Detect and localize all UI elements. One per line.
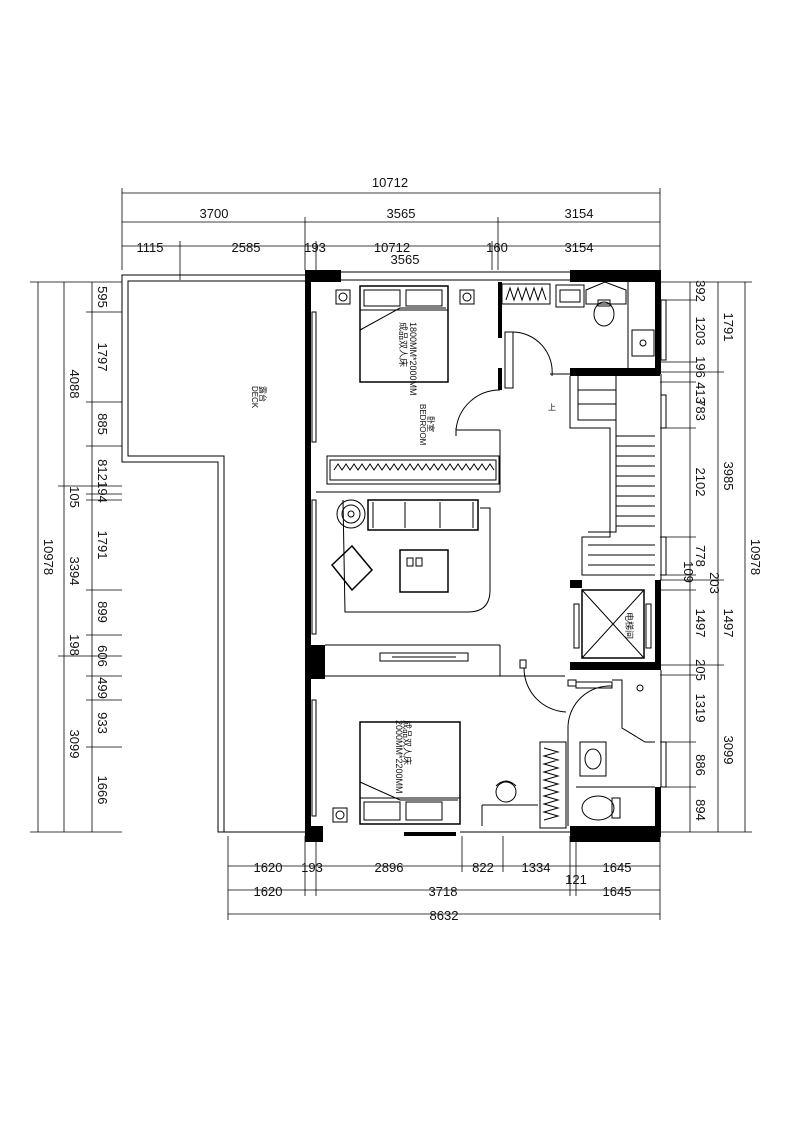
dim-bottom-r1-2: 2896 bbox=[375, 860, 404, 875]
dim-left-inner-8: 198 bbox=[67, 634, 82, 656]
dim-top-r2-0: 3700 bbox=[200, 206, 229, 221]
windows bbox=[311, 299, 667, 817]
dim-right-inner-0: 392 bbox=[693, 280, 708, 302]
bedroom-1: 成品双人床 1800MM*2000MM BEDROOM 卧室 bbox=[316, 285, 501, 493]
bed2-label-line2: 2000MM*2200MM bbox=[394, 720, 404, 794]
dim-right-inner-11: 1319 bbox=[693, 694, 708, 723]
dim-top-r4-0: 3565 bbox=[391, 252, 420, 267]
dim-top-r2-2: 3154 bbox=[565, 206, 594, 221]
dim-bottom-r2-2: 1645 bbox=[603, 884, 632, 899]
dim-bottom-r1-0: 1620 bbox=[254, 860, 283, 875]
dim-left-inner-11: 933 bbox=[95, 712, 110, 734]
bed1-label-line2: 1800MM*2000MM bbox=[408, 322, 418, 396]
bedroom-label-cn: 卧室 bbox=[426, 416, 436, 432]
bed2-label-line1: 成品双人床 bbox=[402, 720, 413, 765]
dim-top-r2-1: 3565 bbox=[387, 206, 416, 221]
dim-right-inner-6: 778 bbox=[693, 545, 708, 567]
dim-right-inner-4: 783 bbox=[693, 399, 708, 421]
dim-bottom-r1-1: 193 bbox=[301, 860, 323, 875]
top-dimensions: 10712 3700 3565 3154 1115 2585 193 10712… bbox=[121, 175, 661, 280]
dim-top-r3-4: 160 bbox=[486, 240, 508, 255]
bedroom-2: 成品双人床 2000MM*2200MM bbox=[332, 720, 567, 829]
living-area bbox=[325, 499, 565, 677]
staircase bbox=[569, 376, 655, 576]
dim-right-inner-2: 196 bbox=[693, 356, 708, 378]
dim-right-outer-2: 1497 bbox=[721, 609, 736, 638]
dim-top-r3-0: 1115 bbox=[137, 240, 164, 255]
dim-right-inner-13: 894 bbox=[693, 799, 708, 821]
dim-bottom-r1-3: 822 bbox=[472, 860, 494, 875]
dim-left-outer-1: 3394 bbox=[67, 557, 82, 586]
bed1-label-line1: 成品双人床 bbox=[398, 322, 409, 367]
dim-left-inner-3: 812 bbox=[95, 459, 110, 481]
dim-right-inner-1: 1203 bbox=[693, 317, 708, 346]
dim-left-inner-2: 885 bbox=[95, 413, 110, 435]
dim-right-outer-0: 1791 bbox=[721, 313, 736, 342]
dim-bottom-r1-5: 1645 bbox=[603, 860, 632, 875]
dim-right-inner-7: 109 bbox=[681, 561, 696, 583]
dim-right-outer-3: 3099 bbox=[721, 736, 736, 765]
dim-top-r3-2: 193 bbox=[304, 240, 326, 255]
dim-left-outer-0: 4088 bbox=[67, 370, 82, 399]
dim-left-overall: 10978 bbox=[41, 539, 56, 575]
dim-left-inner-4: 194 bbox=[95, 481, 110, 503]
bathroom-bottom bbox=[519, 659, 655, 826]
dim-top-r3-5: 3154 bbox=[565, 240, 594, 255]
dim-right-inner-5: 2102 bbox=[693, 468, 708, 497]
bathroom-top: 上 bbox=[501, 281, 655, 412]
dim-left-outer-2: 3099 bbox=[67, 730, 82, 759]
dim-bottom-r1b-0: 121 bbox=[565, 872, 587, 887]
dim-right-inner-8: 203 bbox=[707, 572, 722, 594]
right-dimensions: 10978 1791 3985 1497 3099 392 1203 196 4… bbox=[660, 280, 763, 833]
elevator: 电梯间 bbox=[573, 589, 652, 659]
stair-up-mark: 上 bbox=[548, 403, 556, 412]
bedroom-label-en: BEDROOM bbox=[418, 404, 427, 446]
dim-left-inner-12: 1666 bbox=[95, 776, 110, 805]
dim-right-inner-3: 413 bbox=[693, 382, 708, 404]
dim-bottom-r2-1: 3718 bbox=[429, 884, 458, 899]
dim-left-inner-0: 595 bbox=[95, 286, 110, 308]
dim-right-outer-1: 3985 bbox=[721, 462, 736, 491]
deck-label-cn: 露台 bbox=[258, 386, 268, 402]
deck-label-en: DECK bbox=[250, 386, 259, 409]
dim-top-r3-3: 10712 bbox=[374, 240, 410, 255]
dim-bottom-r1-4: 1334 bbox=[522, 860, 551, 875]
deck-area: DECK 露台 bbox=[121, 274, 305, 833]
dim-left-inner-1: 1797 bbox=[95, 343, 110, 372]
dim-bottom-overall: 8632 bbox=[430, 908, 459, 923]
dim-left-inner-9: 606 bbox=[95, 645, 110, 667]
dim-top-overall: 10712 bbox=[372, 175, 408, 190]
dim-right-inner-9: 1497 bbox=[693, 609, 708, 638]
dim-right-inner-12: 886 bbox=[693, 754, 708, 776]
dim-right-overall: 10978 bbox=[748, 539, 763, 575]
exterior-walls bbox=[305, 270, 662, 842]
dim-left-inner-5: 105 bbox=[67, 486, 82, 508]
left-dimensions: 10978 4088 3394 3099 595 1797 885 812 19… bbox=[30, 281, 122, 833]
dim-bottom-r2-0: 1620 bbox=[254, 884, 283, 899]
dim-left-inner-6: 1791 bbox=[95, 531, 110, 560]
dim-right-inner-10: 205 bbox=[693, 659, 708, 681]
elevator-label: 电梯间 bbox=[624, 612, 635, 639]
dim-top-r3-1: 2585 bbox=[232, 240, 261, 255]
bottom-dimensions: 1620 193 2896 822 1334 1645 121 1620 371… bbox=[227, 836, 661, 923]
dim-left-inner-7: 899 bbox=[95, 601, 110, 623]
dim-left-inner-10: 499 bbox=[95, 677, 110, 699]
